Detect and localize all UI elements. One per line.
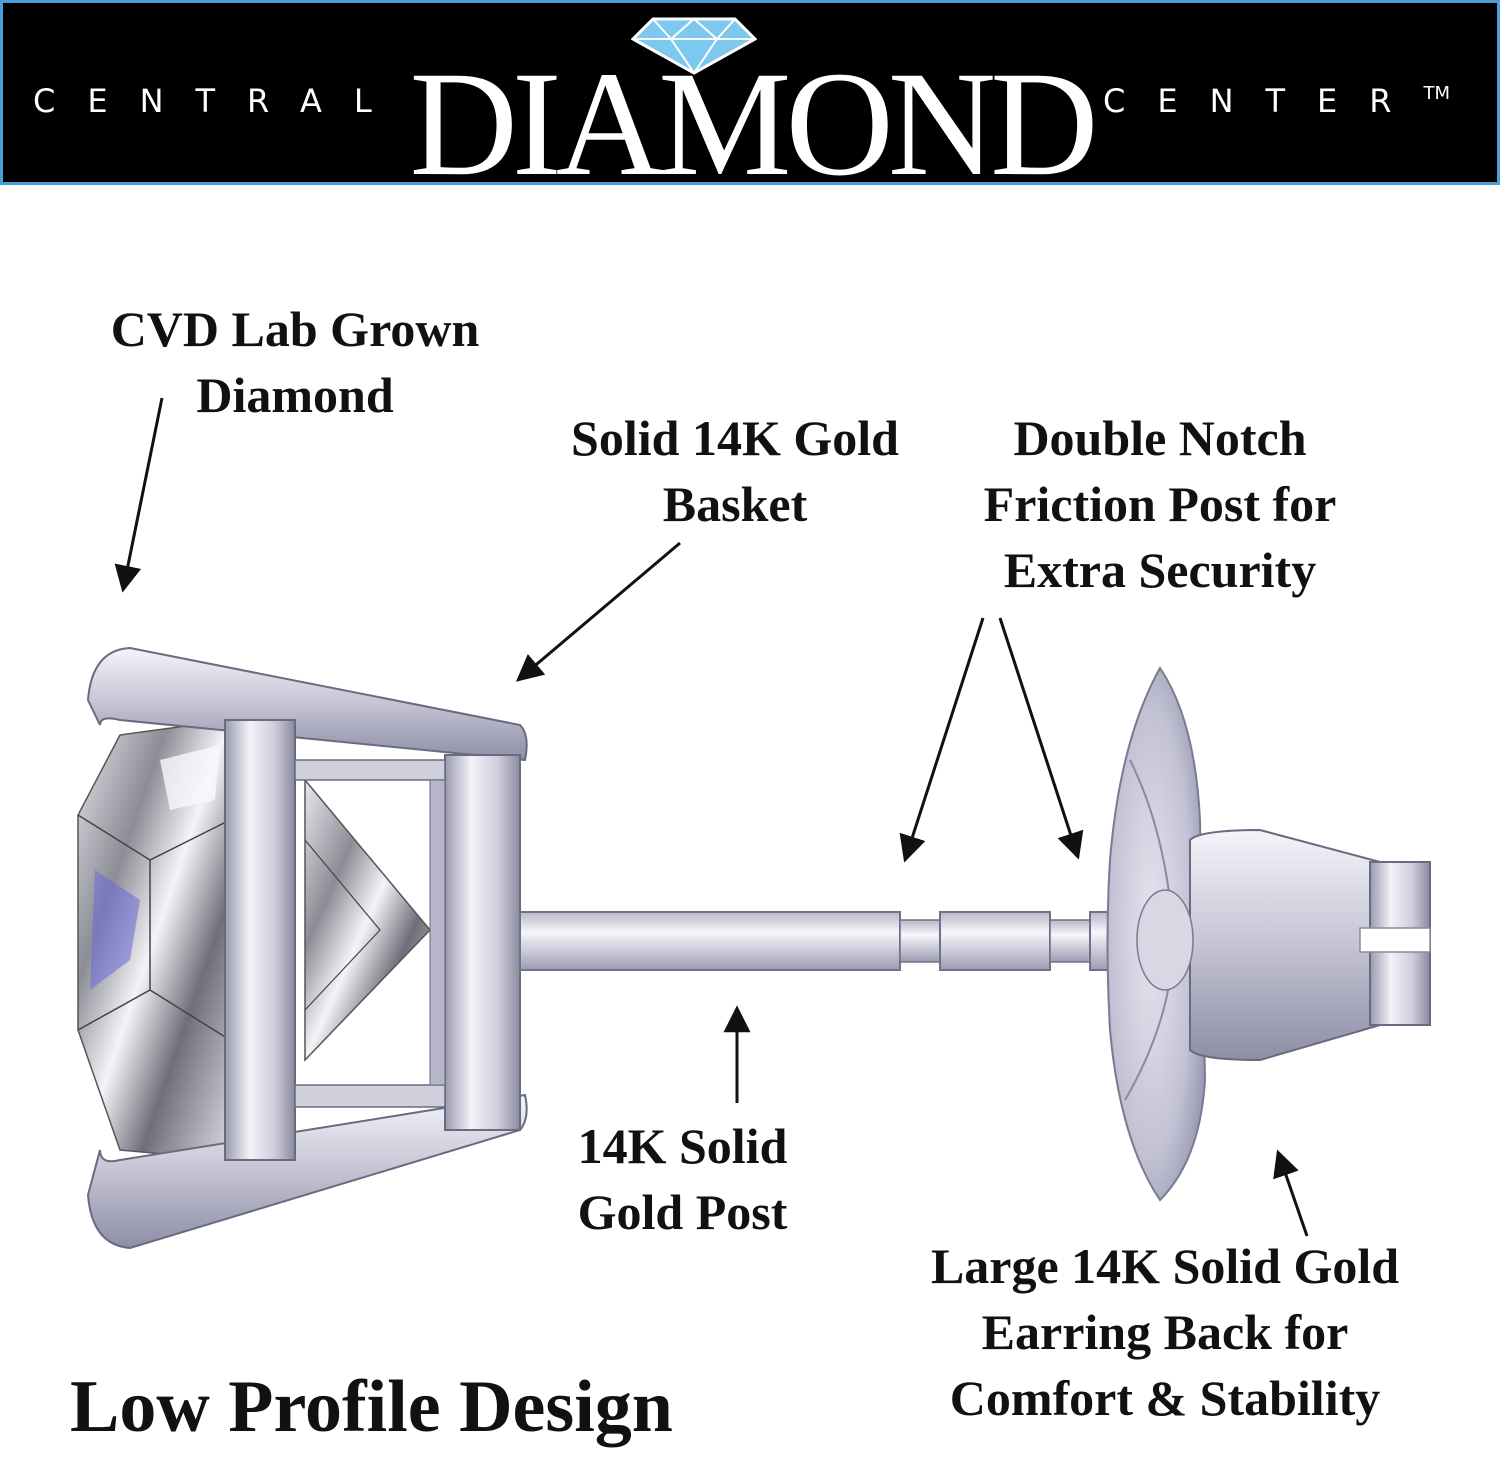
arrow-diamond — [114, 397, 164, 593]
callout-earring-back: Large 14K Solid Gold Earring Back for Co… — [895, 1233, 1435, 1431]
diamond-gem-icon — [631, 17, 757, 75]
gold-basket — [86, 646, 528, 1250]
callout-diamond-line-2: Diamond — [196, 367, 394, 423]
callout-basket-line-1: Solid 14K Gold — [571, 410, 899, 466]
callout-arrows — [114, 397, 1309, 1237]
callout-basket: Solid 14K Gold Basket — [540, 405, 930, 537]
callout-earring-back-line-3: Comfort & Stability — [949, 1370, 1381, 1426]
brand-word-central: CENTRAL — [33, 82, 404, 120]
callout-gold-post-line-2: Gold Post — [577, 1184, 788, 1240]
earring-back — [1106, 666, 1431, 1202]
callout-diamond: CVD Lab Grown Diamond — [80, 296, 510, 428]
design-title: Low Profile Design — [70, 1366, 673, 1448]
arrow-notch-right — [998, 617, 1084, 860]
diamond-stone — [77, 719, 432, 1161]
brand-word-center: CENTERTM — [1103, 82, 1451, 120]
arrow-notch-left — [899, 617, 985, 863]
callout-gold-post-line-1: 14K Solid — [577, 1118, 788, 1174]
callout-friction-post-line-1: Double Notch — [1013, 410, 1307, 466]
callout-diamond-line-1: CVD Lab Grown — [110, 301, 480, 357]
brand-banner: CENTRAL DIAMOND CENTERTM — [0, 0, 1500, 199]
arrow-basket — [515, 541, 681, 682]
gold-post — [519, 911, 1151, 971]
callout-earring-back-line-2: Earring Back for — [981, 1304, 1349, 1360]
callout-earring-back-line-1: Large 14K Solid Gold — [930, 1238, 1400, 1294]
callout-gold-post: 14K Solid Gold Post — [555, 1113, 810, 1245]
callout-friction-post-line-3: Extra Security — [1003, 542, 1317, 598]
brand-word-diamond: DIAMOND — [409, 41, 1099, 207]
arrow-earring-back — [1273, 1149, 1309, 1237]
callout-friction-post: Double Notch Friction Post for Extra Sec… — [955, 405, 1365, 603]
callout-friction-post-line-2: Friction Post for — [983, 476, 1337, 532]
callout-basket-line-2: Basket — [662, 476, 808, 532]
trademark-symbol: TM — [1423, 83, 1451, 104]
brand-word-center-text: CENTER — [1103, 82, 1424, 120]
